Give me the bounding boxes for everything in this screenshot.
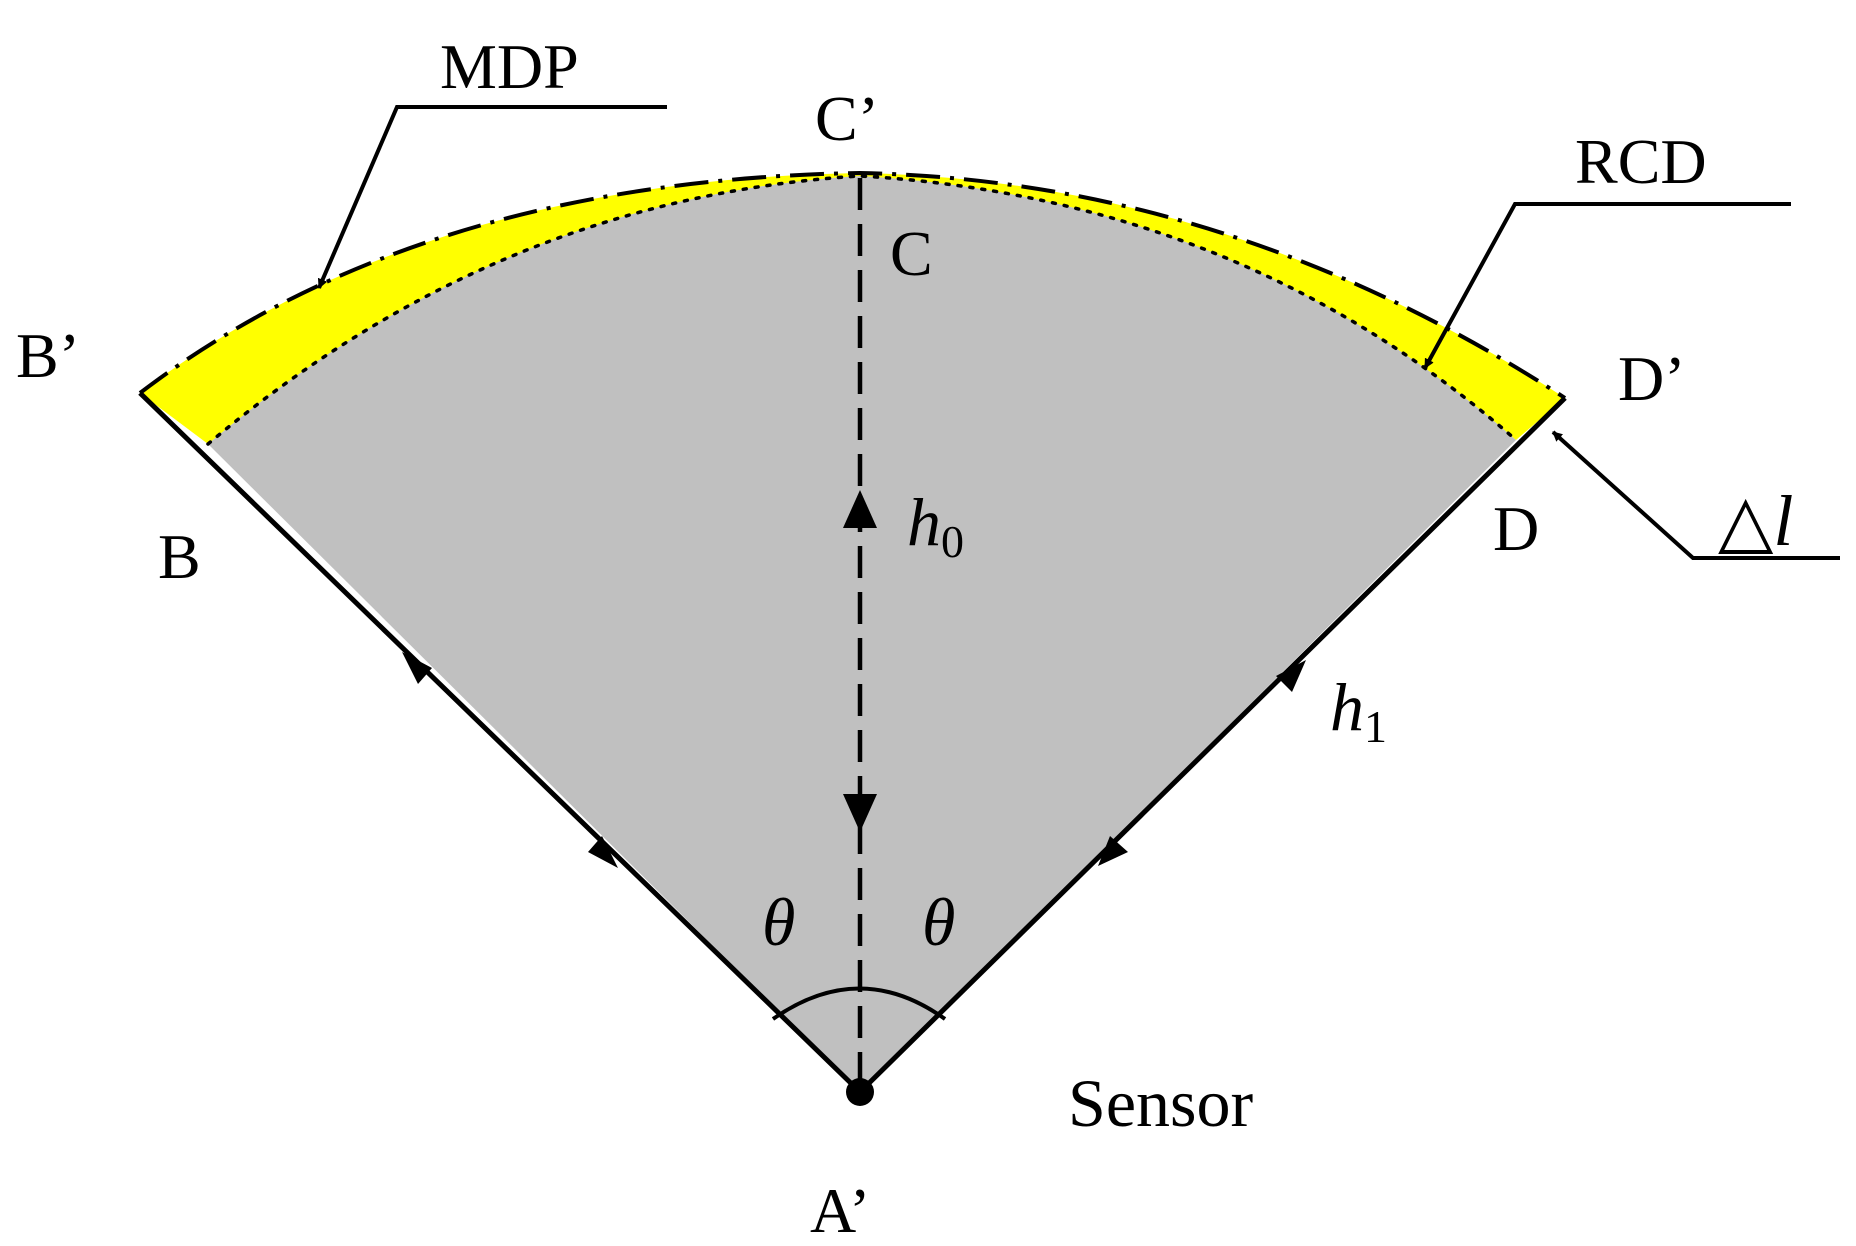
- coverage-difference-band: [140, 173, 1565, 444]
- left-edge-down-arrowhead: [588, 836, 618, 868]
- sensor-label: Sensor: [1068, 1065, 1253, 1141]
- rcd-leader-line: [1423, 202, 1791, 369]
- rcd-label: RCD: [1575, 126, 1707, 197]
- d-label: D: [1493, 493, 1539, 564]
- b-label: B: [158, 521, 201, 592]
- theta-left-label: θ: [762, 884, 795, 960]
- h0-label: h0: [907, 484, 964, 567]
- right-edge-line: [858, 396, 1567, 1094]
- theta-angle-arc: [771, 986, 947, 1021]
- h0-down-arrowhead: [843, 794, 877, 832]
- left-edge-line: [138, 391, 862, 1094]
- a-prime-label: A’: [810, 1175, 870, 1246]
- right-edge-up-arrowhead: [1276, 660, 1306, 692]
- c-prime-label: C’: [815, 83, 879, 154]
- theta-right-label: θ: [922, 884, 955, 960]
- b-prime-label: B’: [16, 320, 80, 391]
- h1-label: h1: [1330, 669, 1387, 752]
- sensing-sector: [208, 176, 1516, 1092]
- c-label: C: [890, 218, 933, 289]
- sensor-point: [846, 1078, 874, 1106]
- delta-l-leader-line: [1551, 430, 1840, 560]
- right-edge-down-arrowhead: [1098, 836, 1128, 866]
- mdp-label: MDP: [440, 31, 579, 102]
- left-edge-up-arrowhead: [402, 652, 432, 684]
- delta-l-label: △l: [1718, 481, 1793, 561]
- d-prime-label: D’: [1618, 343, 1686, 414]
- mdp-leader-line: [317, 105, 667, 289]
- mdp-boundary-arc: [138, 170, 1567, 400]
- h0-up-arrowhead: [843, 490, 877, 528]
